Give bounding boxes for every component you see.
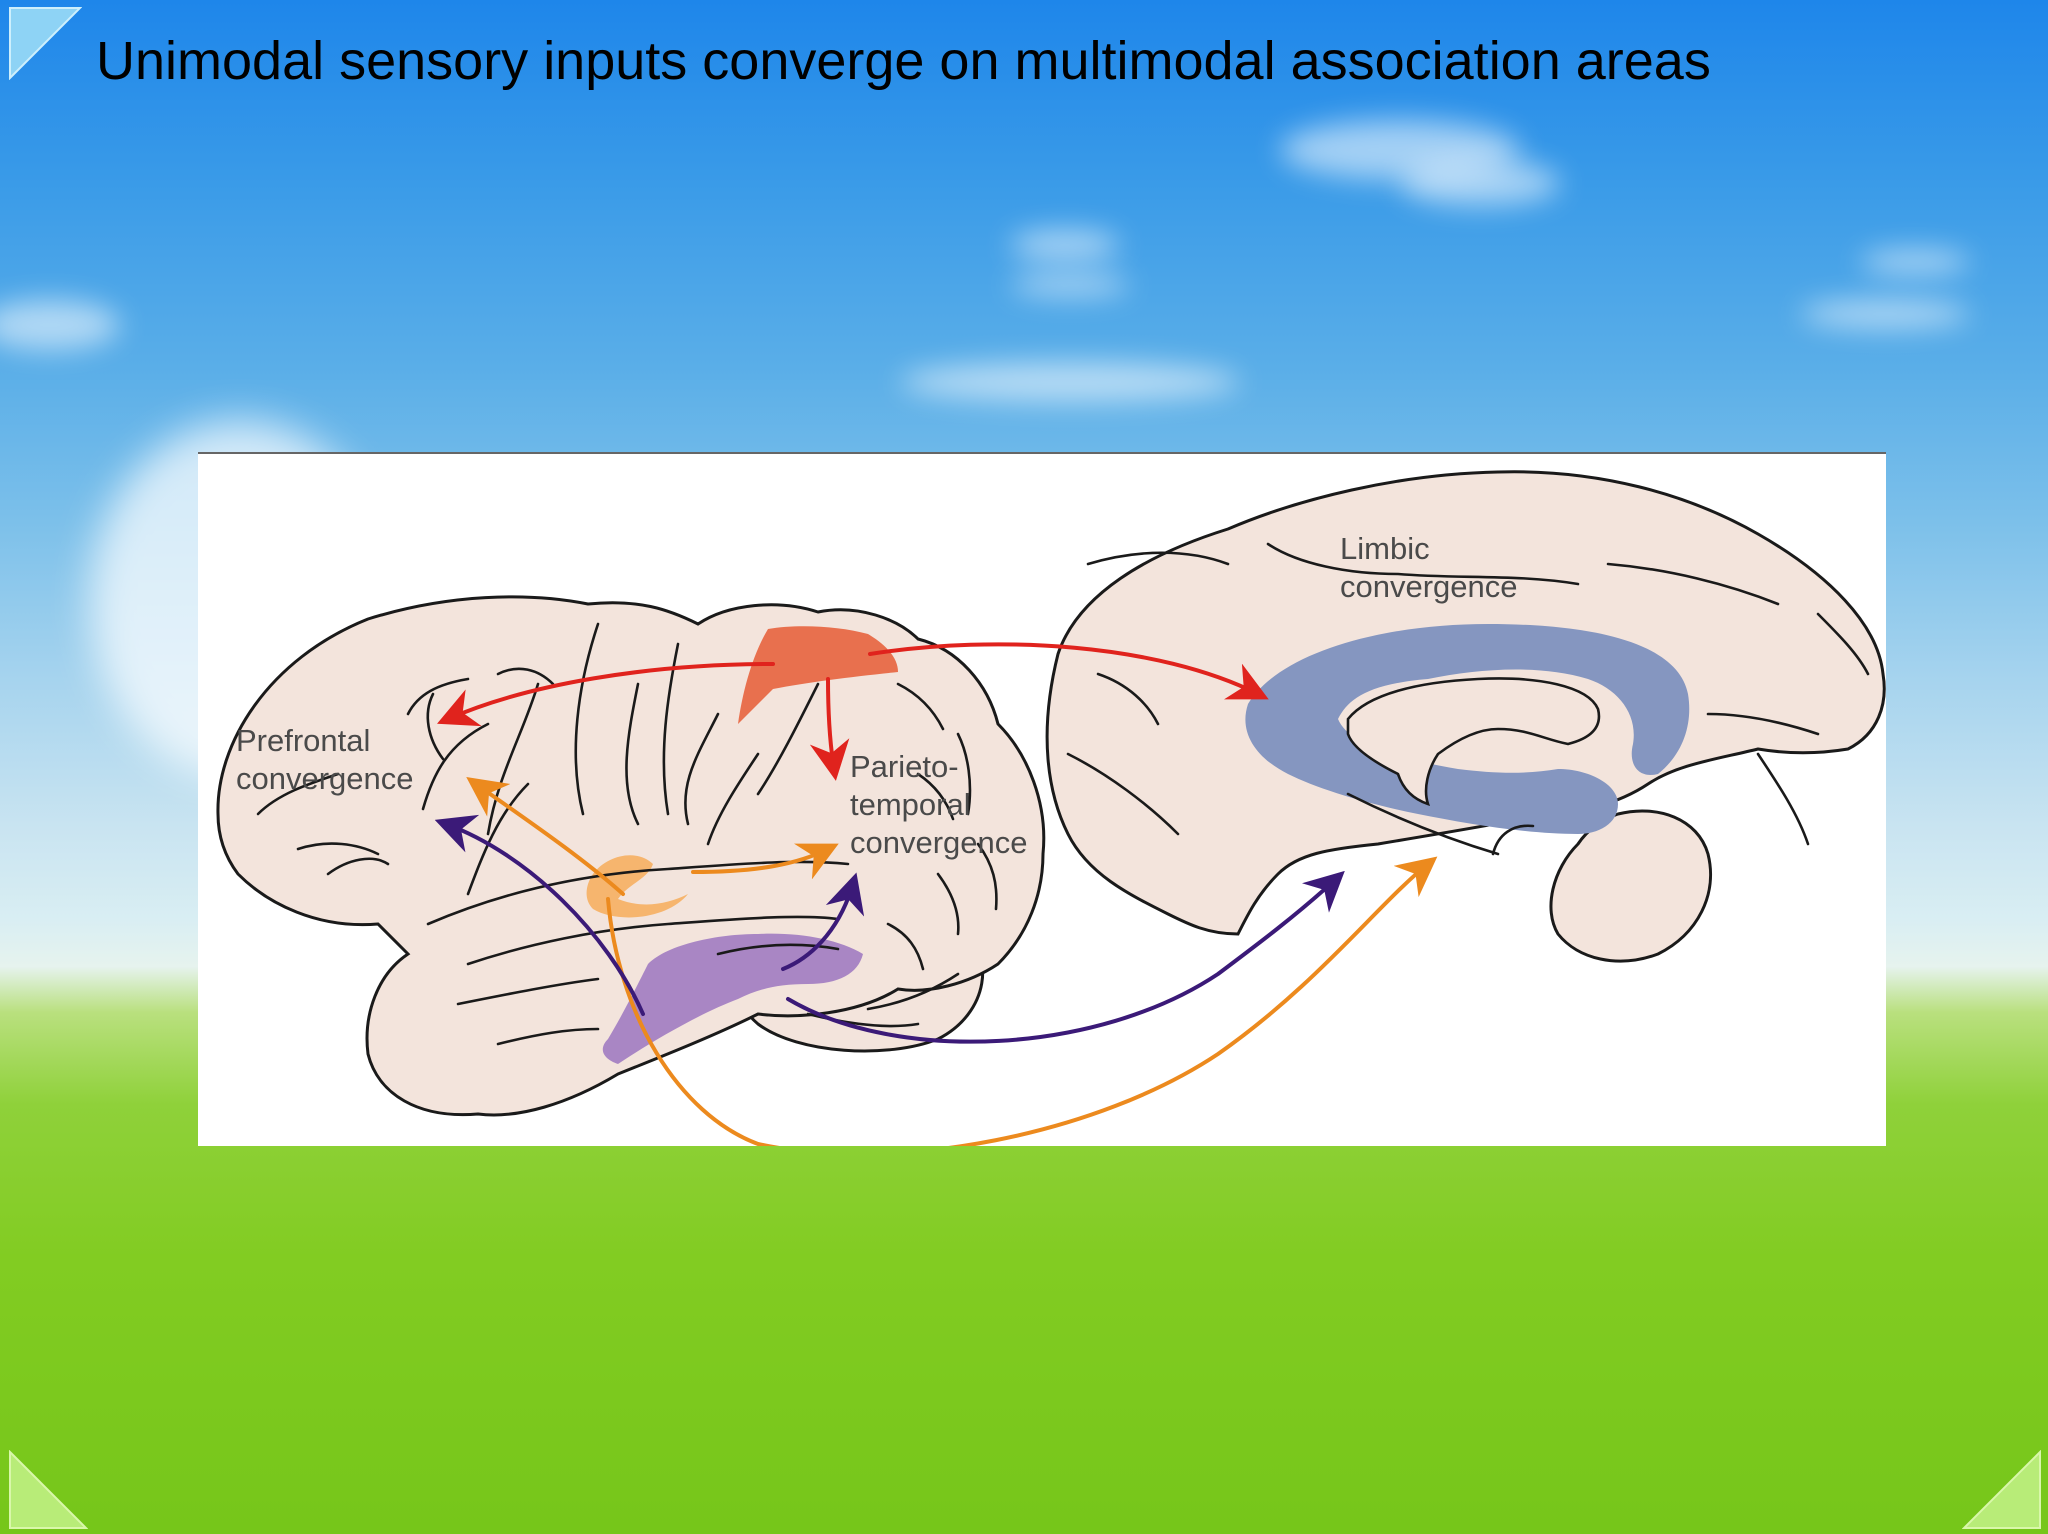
arrow-red-to-prefrontal bbox=[437, 662, 775, 727]
corner-triangle-top-left bbox=[9, 7, 82, 80]
cloud bbox=[1800, 300, 1970, 328]
slide-title: Unimodal sensory inputs converge on mult… bbox=[96, 31, 1711, 91]
sulci bbox=[256, 622, 998, 1046]
corner-triangle-bottom-left bbox=[9, 1450, 88, 1529]
cloud bbox=[1860, 250, 1970, 274]
arrow-orange-to-limbic bbox=[606, 856, 1438, 1146]
limbic-band bbox=[1245, 624, 1690, 834]
arrow-purple-to-limbic bbox=[786, 870, 1345, 1044]
medial-brain bbox=[1045, 470, 1886, 963]
limbic-label-line1: Limbic bbox=[1340, 531, 1430, 566]
prefrontal-label-line2: convergence bbox=[236, 761, 414, 796]
brain-diagram bbox=[216, 470, 1886, 1146]
brain-convergence-figure: Prefrontal convergence Parieto- temporal… bbox=[198, 452, 1886, 1146]
arrow-purple-to-parietotemporal bbox=[781, 872, 865, 971]
limbic-label: Limbic convergence bbox=[1340, 530, 1518, 606]
arrow-orange-to-parietotemporal bbox=[691, 843, 839, 880]
arrow-purple-to-prefrontal bbox=[434, 814, 645, 1016]
visual-area bbox=[602, 933, 863, 1064]
corpus-callosum bbox=[1346, 677, 1601, 807]
cloud bbox=[1400, 160, 1560, 206]
cloud bbox=[1010, 274, 1130, 296]
arrow-red-to-limbic bbox=[868, 642, 1269, 700]
auditory-area bbox=[586, 855, 688, 918]
cloud bbox=[1010, 230, 1120, 260]
prefrontal-label-line1: Prefrontal bbox=[236, 723, 371, 758]
cloud bbox=[0, 300, 120, 350]
somatosensory-area bbox=[738, 626, 898, 724]
prefrontal-label: Prefrontal convergence bbox=[236, 722, 414, 798]
parietotemporal-label-line1: Parieto- bbox=[850, 749, 959, 784]
parietotemporal-label-line2: temporal bbox=[850, 787, 971, 822]
limbic-label-line2: convergence bbox=[1340, 569, 1518, 604]
cloud bbox=[900, 362, 1240, 402]
lateral-brain bbox=[216, 595, 1046, 1117]
arrow-orange-to-prefrontal bbox=[466, 777, 625, 896]
parietotemporal-label-line3: convergence bbox=[850, 825, 1028, 860]
corner-triangle-bottom-right bbox=[1962, 1450, 2041, 1529]
parietotemporal-label: Parieto- temporal convergence bbox=[850, 748, 1028, 862]
cerebellum-medial bbox=[1549, 809, 1713, 963]
arrows bbox=[434, 642, 1438, 1146]
arrow-red-to-parietotemporal bbox=[809, 677, 850, 781]
medial-sulci bbox=[1066, 542, 1870, 856]
